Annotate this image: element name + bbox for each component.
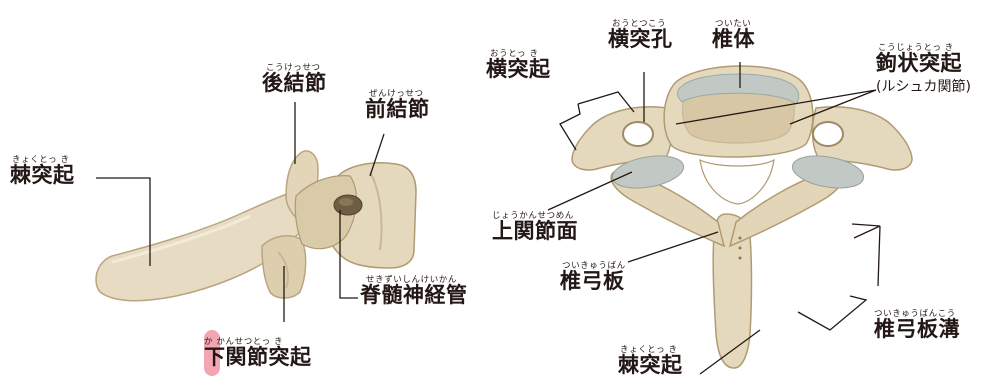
leader-laminar-groove <box>797 223 881 331</box>
transverse-process-ruby: おうとっ き <box>490 49 539 59</box>
laminar-groove-ruby: ついきゅうばんこう <box>874 309 956 319</box>
superior-articular-surface-right <box>791 155 865 189</box>
inferior-articular-process-text: 下関節突起 <box>204 344 312 369</box>
superior-articular-surface-left <box>611 155 685 189</box>
highlight-marker <box>204 330 220 376</box>
vertebral-body-ruby: ついたい <box>715 19 752 29</box>
laminar-groove-text: 椎弓板溝 <box>874 316 960 341</box>
leader-lamina <box>627 231 719 263</box>
leader-spinal-canal <box>339 210 358 299</box>
transverse-process-text: 横突起 <box>486 56 551 81</box>
transverse-process-label: おうとっ き 横突起 <box>486 50 551 80</box>
spinous-process-left-ruby: きょくとっ き <box>12 155 70 165</box>
transverse-foramen-ruby: おうとつこう <box>612 19 667 29</box>
uncinate-process-text: 鉤状突起 <box>876 50 962 75</box>
lateral-vertebra <box>95 150 417 302</box>
uncinate-process-label: こうじょうとっ き 鉤状突起 (ルシュカ関節) <box>876 44 971 94</box>
lamina-label: ついきゅうばん 椎弓板 <box>560 262 626 292</box>
leader-articular-surface <box>547 171 633 211</box>
posterior-tubercle-label: こうけっせつ 後結節 <box>262 64 327 94</box>
leader-spinous-right <box>699 329 761 375</box>
vertebral-body-text: 椎体 <box>712 26 755 51</box>
superior-vertebra <box>571 65 913 369</box>
spinal-canal-label: せきずいしんけいかん 脊髄神経管 <box>360 276 468 306</box>
inferior-articular-process-ruby: か かんせつとっ き <box>204 337 284 347</box>
leader-uncinate <box>675 89 877 125</box>
leader-transverse-process <box>559 91 635 151</box>
anterior-tubercle-label: ぜんけっせつ 前結節 <box>365 90 430 120</box>
laminar-groove-label: ついきゅうばんこう 椎弓板溝 <box>874 310 960 340</box>
uncinate-process-ruby: こうじょうとっ き <box>878 43 954 53</box>
posterior-tubercle-ruby: こうけっせつ <box>266 63 321 73</box>
leader-lines <box>96 62 881 375</box>
superior-lamina-left <box>610 169 726 248</box>
spinal-canal-text: 脊髄神経管 <box>360 282 468 307</box>
posterior-tubercle-text: 後結節 <box>262 70 327 95</box>
spinous-process-right-text: 棘突起 <box>618 352 683 377</box>
leader-spinous-left <box>96 177 151 266</box>
spinal-canal-ruby: せきずいしんけいかん <box>366 275 458 285</box>
lamina-text: 椎弓板 <box>560 268 625 293</box>
spinous-process-right-label: きょくとっ き 棘突起 <box>618 346 683 376</box>
superior-articular-surface-text: 上関節面 <box>492 218 578 243</box>
transverse-foramen-text: 横突孔 <box>608 26 673 51</box>
superior-articular-surface-ruby: じょうかんせつめん <box>492 211 574 221</box>
superior-transverse-foramen-left <box>622 121 654 147</box>
superior-articular-surface-label: じょうかんせつめん 上関節面 <box>492 212 578 242</box>
spinous-process-right-ruby: きょくとっ き <box>620 345 678 355</box>
superior-transverse-foramen-right <box>812 121 844 147</box>
transverse-foramen-label: おうとつこう 横突孔 <box>608 20 673 50</box>
uncinate-process-sub: (ルシュカ関節) <box>876 78 971 95</box>
anterior-tubercle-ruby: ぜんけっせつ <box>369 89 424 99</box>
leader-anterior-tubercle <box>369 133 385 177</box>
lamina-ruby: ついきゅうばん <box>562 261 626 271</box>
vertebral-body-label: ついたい 椎体 <box>712 20 755 50</box>
inferior-articular-process-label: か かんせつとっ き 下関節突起 <box>204 338 312 368</box>
spinous-process-left-text: 棘突起 <box>10 162 75 187</box>
spinous-process-left-label: きょくとっ き 棘突起 <box>10 156 75 186</box>
anterior-tubercle-text: 前結節 <box>365 96 430 121</box>
